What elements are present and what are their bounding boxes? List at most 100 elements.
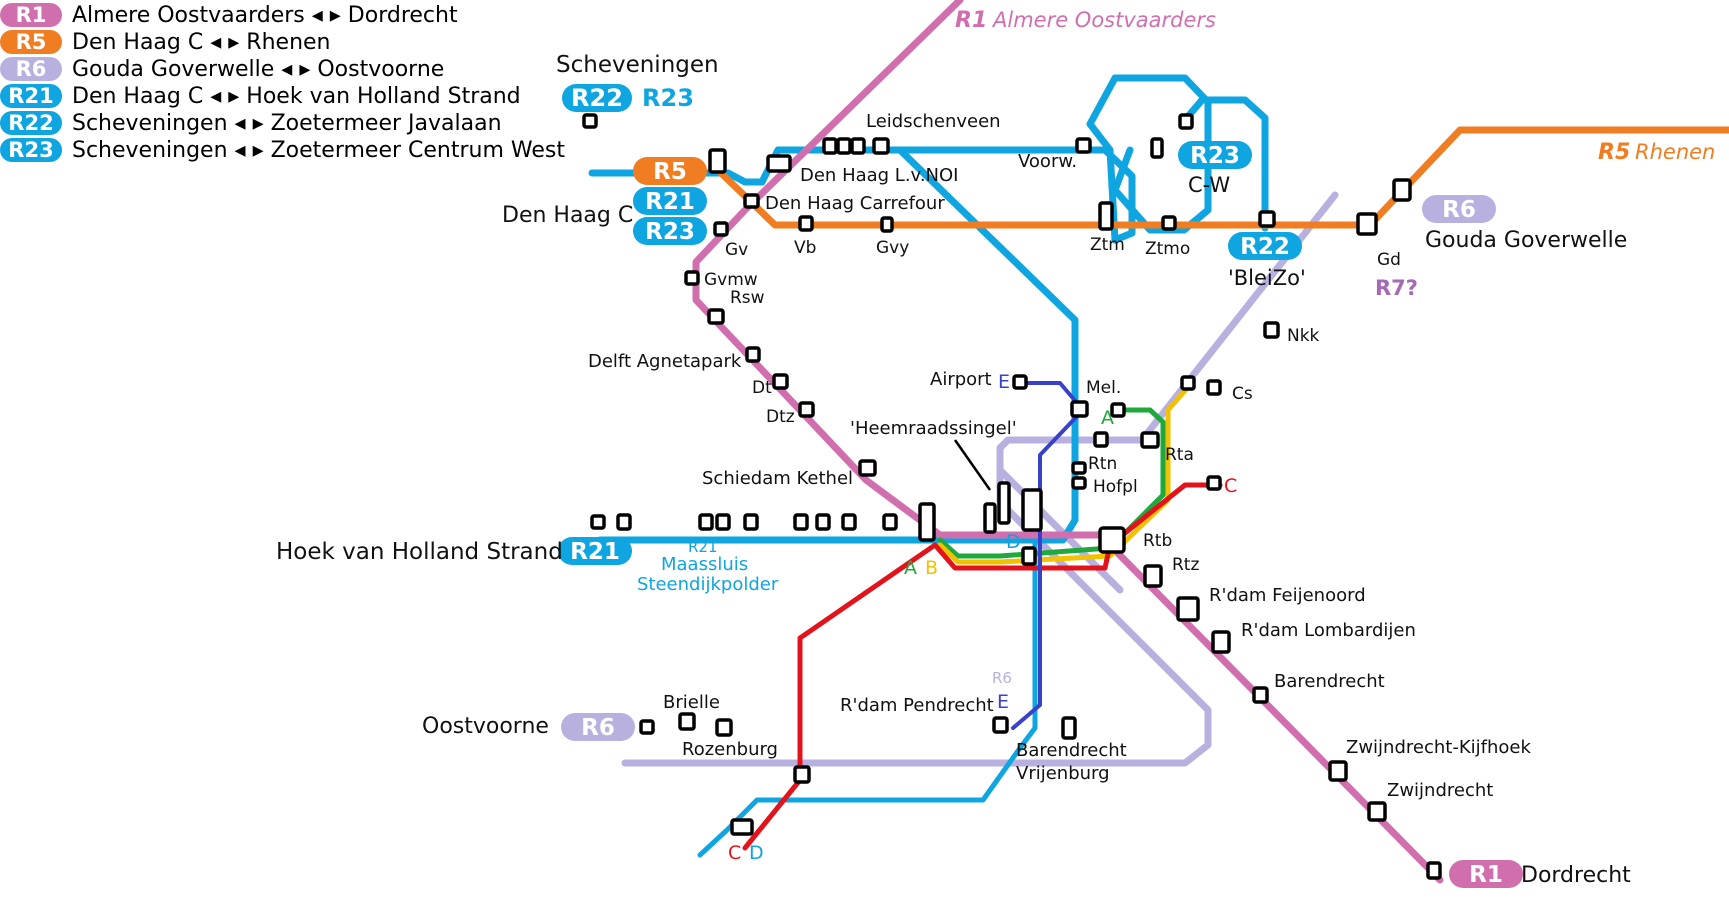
label-mel: Mel. bbox=[1086, 378, 1121, 398]
station-marker-agnetapark bbox=[745, 346, 761, 363]
legend-row-r6: R6 Gouda Goverwelle ◂ ▸ Oostvoorne bbox=[0, 56, 444, 82]
badge-r1-dordrecht bbox=[1449, 860, 1523, 888]
badge-r22-scheveningen bbox=[562, 84, 632, 112]
label-bleizo: 'BleiZo' bbox=[1228, 266, 1306, 290]
station-marker-lsv3 bbox=[850, 137, 866, 155]
label-dt: Dt bbox=[752, 378, 772, 398]
badge-r21-hvh-text: R21 bbox=[570, 539, 620, 565]
legend-badge-r1: R1 bbox=[0, 3, 62, 27]
label-oostvoorne: Oostvoorne bbox=[422, 714, 549, 739]
label-gvy: Gvy bbox=[876, 238, 909, 258]
label-rsw: Rsw bbox=[730, 288, 765, 308]
label-den-haag-lvnoi: Den Haag L.v.NOI bbox=[800, 165, 958, 186]
label-hofpl: Hofpl bbox=[1093, 477, 1138, 497]
legend-badge-r22: R22 bbox=[0, 111, 62, 135]
badge-r22-bleizo-text: R22 bbox=[1240, 234, 1290, 260]
badge-r23-cw-text: R23 bbox=[1190, 143, 1240, 169]
station-marker-gvy bbox=[880, 216, 894, 233]
station-marker-ztm bbox=[1098, 201, 1114, 231]
station-marker-cd-end bbox=[730, 818, 754, 836]
line-d-blue bbox=[697, 537, 1038, 858]
station-marker-lsv1 bbox=[822, 137, 838, 155]
station-marker-bleizo bbox=[1258, 210, 1276, 228]
badge-r23-dhc bbox=[633, 217, 707, 245]
letter-r6-small: R6 bbox=[992, 669, 1012, 687]
label-heemraadssingel: 'Heemraadssingel' bbox=[850, 418, 1017, 439]
label-pendrecht: R'dam Pendrecht bbox=[840, 695, 994, 716]
station-marker-heemraad bbox=[997, 481, 1011, 525]
station-marker-lsv2 bbox=[836, 137, 852, 155]
station-marker-lsv4 bbox=[872, 137, 890, 155]
label-gvmw: Gvmw bbox=[704, 270, 758, 290]
label-den-haag-c: Den Haag C bbox=[502, 203, 633, 228]
label-den-haag-carrefour: Den Haag Carrefour bbox=[765, 193, 945, 214]
letter-c-1: C bbox=[1224, 475, 1237, 497]
label-gd: Gd bbox=[1377, 250, 1401, 270]
label-leidschenveen: Leidschenveen bbox=[866, 111, 1001, 132]
label-cw: C-W bbox=[1188, 173, 1230, 197]
letter-b-1: B bbox=[925, 557, 938, 579]
station-marker-hvh1 bbox=[590, 514, 606, 530]
badge-r6-oostvoorne-text: R6 bbox=[581, 715, 615, 741]
station-marker-lombardijen bbox=[1211, 630, 1231, 654]
station-marker-rtb bbox=[1098, 526, 1126, 554]
label-barendrecht: Barendrecht bbox=[1274, 671, 1385, 692]
letter-e-2: E bbox=[997, 691, 1009, 713]
letter-d-1: D bbox=[1006, 531, 1021, 553]
letter-e-1: E bbox=[998, 371, 1010, 393]
station-marker-gd bbox=[1356, 212, 1378, 236]
line-e-darkblue bbox=[1011, 381, 1085, 730]
station-marker-rsw bbox=[707, 308, 725, 325]
label-schiedam-kethel: Schiedam Kethel bbox=[702, 468, 853, 489]
station-marker-c1 bbox=[1206, 475, 1222, 491]
label-rtb: Rtb bbox=[1143, 531, 1172, 551]
station-marker-zwijndrecht bbox=[1367, 801, 1387, 822]
label-cs: Cs bbox=[1232, 384, 1253, 404]
label-ztmo: Ztmo bbox=[1145, 239, 1190, 259]
legend-badge-r21: R21 bbox=[0, 84, 62, 108]
badge-r1-dordrecht-text: R1 bbox=[1469, 862, 1503, 888]
station-marker-rdam-c bbox=[1021, 488, 1043, 532]
letter-a-2: A bbox=[904, 557, 917, 579]
station-marker-scheveningen bbox=[582, 113, 598, 129]
badge-r6-gouda bbox=[1422, 195, 1496, 223]
legend-row-r23: R23 Scheveningen ◂ ▸ Zoetermeer Centrum … bbox=[0, 137, 565, 163]
terminus-r7: R7? bbox=[1375, 276, 1418, 300]
label-zwijndrecht: Zwijndrecht bbox=[1387, 780, 1493, 801]
label-voorw: Voorw. bbox=[1018, 151, 1077, 172]
station-marker-lvnoi bbox=[766, 154, 792, 173]
station-marker-zwijndrecht-k bbox=[1328, 760, 1348, 782]
label-brielle: Brielle bbox=[663, 692, 720, 713]
label-rta: Rta bbox=[1165, 445, 1194, 465]
station-marker-ztmo bbox=[1161, 215, 1177, 231]
station-marker-vb bbox=[798, 215, 814, 232]
station-markers bbox=[582, 113, 1442, 880]
label-feijenoord: R'dam Feijenoord bbox=[1209, 585, 1366, 606]
badge-r21-hvh bbox=[558, 537, 632, 565]
badge-r23-cw bbox=[1178, 141, 1252, 169]
station-marker-blue-d bbox=[1021, 546, 1037, 566]
label-bar-vrij-2: Vrijenburg bbox=[1016, 763, 1110, 784]
label-delft-agnetapark: Delft Agnetapark bbox=[588, 351, 742, 372]
station-marker-barendrecht bbox=[1252, 686, 1269, 704]
legend-text-r1: Almere Oostvaarders ◂ ▸ Dordrecht bbox=[72, 2, 458, 28]
badge-r22-scheveningen-text: R22 bbox=[571, 84, 623, 112]
label-nkk: Nkk bbox=[1287, 326, 1320, 346]
terminus-r5-code: R5 bbox=[1598, 140, 1630, 165]
station-marker-gvmw bbox=[684, 270, 700, 286]
station-marker-vijfsluizen bbox=[983, 502, 997, 534]
station-marker-mel bbox=[1070, 400, 1089, 418]
station-marker-cd-mid bbox=[793, 765, 811, 784]
legend-row-r22: R22 Scheveningen ◂ ▸ Zoetermeer Javalaan bbox=[0, 110, 502, 136]
badge-r6-oostvoorne bbox=[561, 713, 635, 741]
station-marker-gd2 bbox=[1392, 178, 1412, 202]
label-rtz: Rtz bbox=[1172, 555, 1199, 575]
legend-text-r22: Scheveningen ◂ ▸ Zoetermeer Javalaan bbox=[72, 110, 502, 136]
legend-text-r5: Den Haag C ◂ ▸ Rhenen bbox=[72, 29, 331, 55]
station-marker-hvh9 bbox=[882, 513, 898, 531]
letter-c-2: C bbox=[728, 842, 741, 864]
legend-badge-r23: R23 bbox=[0, 138, 62, 162]
label-gouda: Gouda Goverwelle bbox=[1425, 228, 1627, 253]
legend-row-r5: R5 Den Haag C ◂ ▸ Rhenen bbox=[0, 29, 331, 55]
